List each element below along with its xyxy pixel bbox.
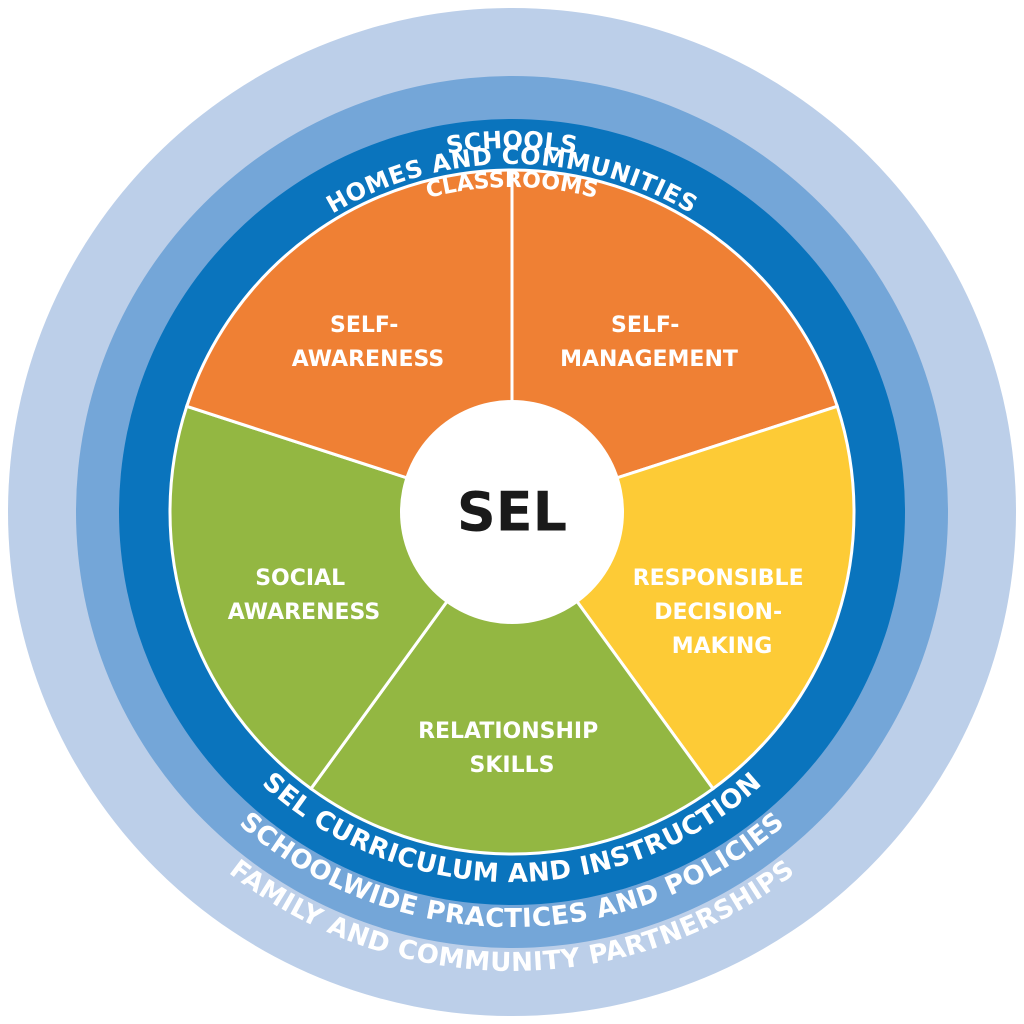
segment-self-awareness (184, 168, 514, 515)
segment-self-management (510, 168, 840, 515)
segment-label-self-management: SELF- MANAGEMENT (560, 313, 738, 372)
segment-label-social-awareness: SOCIAL AWARENESS (228, 566, 380, 625)
segment-relationship-skills (308, 509, 716, 856)
center-circle (400, 400, 624, 624)
segment-label-responsible-decision-making: RESPONSIBLE DECISION- MAKING (633, 566, 812, 659)
center-label: SEL (457, 481, 567, 544)
segment-label-relationship-skills: RELATIONSHIP SKILLS (418, 719, 606, 778)
middle-ring-top-label: SCHOOLS (444, 126, 580, 160)
segment-label-self-awareness: SELF- AWARENESS (292, 313, 444, 372)
